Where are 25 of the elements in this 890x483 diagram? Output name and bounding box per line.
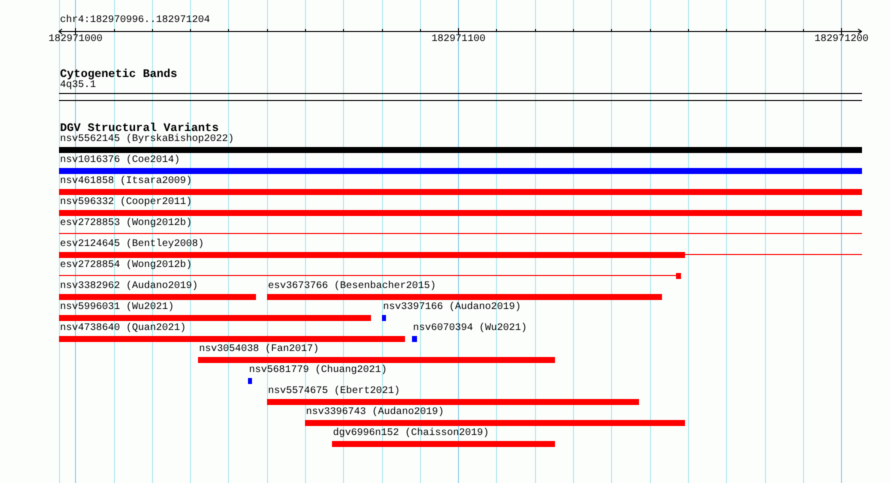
band-label: 4q35.1 — [60, 80, 96, 92]
tick-label: 182971200 — [814, 34, 868, 46]
feature-label: esv2728854 (Wong2012b) — [60, 260, 192, 272]
feature-label: nsv461858 (Itsara2009) — [60, 176, 192, 188]
feature-label: esv2728853 (Wong2012b) — [60, 218, 192, 230]
feature-label: nsv6070394 (Wu2021) — [413, 323, 528, 335]
feature-label: nsv5562145 (ByrskaBishop2022) — [60, 134, 234, 146]
feature-label: nsv5681779 (Chuang2021) — [249, 365, 388, 377]
feature-label: nsv3396743 (Audano2019) — [306, 407, 444, 419]
feature-label: nsv596332 (Cooper2011) — [60, 197, 192, 209]
feature-label: dgv6996n152 (Chaisson2019) — [333, 428, 490, 440]
feature-label: nsv3397166 (Audano2019) — [383, 302, 522, 314]
track-heading: DGV Structural Variants — [60, 122, 219, 135]
tick-label: 182971000 — [48, 34, 102, 46]
location-label: chr4:182970996..182971204 — [60, 15, 210, 27]
track-heading: Cytogenetic Bands — [60, 68, 178, 81]
feature-label: nsv1016376 (Coe2014) — [60, 155, 180, 167]
feature-label: esv3673766 (Besenbacher2015) — [268, 281, 436, 293]
tick-label: 182971100 — [432, 34, 486, 46]
feature-label: nsv5996031 (Wu2021) — [60, 302, 174, 314]
feature-label: esv2124645 (Bentley2008) — [60, 239, 204, 251]
feature-label: nsv5574675 (Ebert2021) — [268, 386, 400, 398]
feature-label: nsv3054038 (Fan2017) — [199, 344, 320, 356]
feature-label: nsv3382962 (Audano2019) — [60, 281, 198, 293]
feature-label: nsv4738640 (Quan2021) — [60, 323, 186, 335]
